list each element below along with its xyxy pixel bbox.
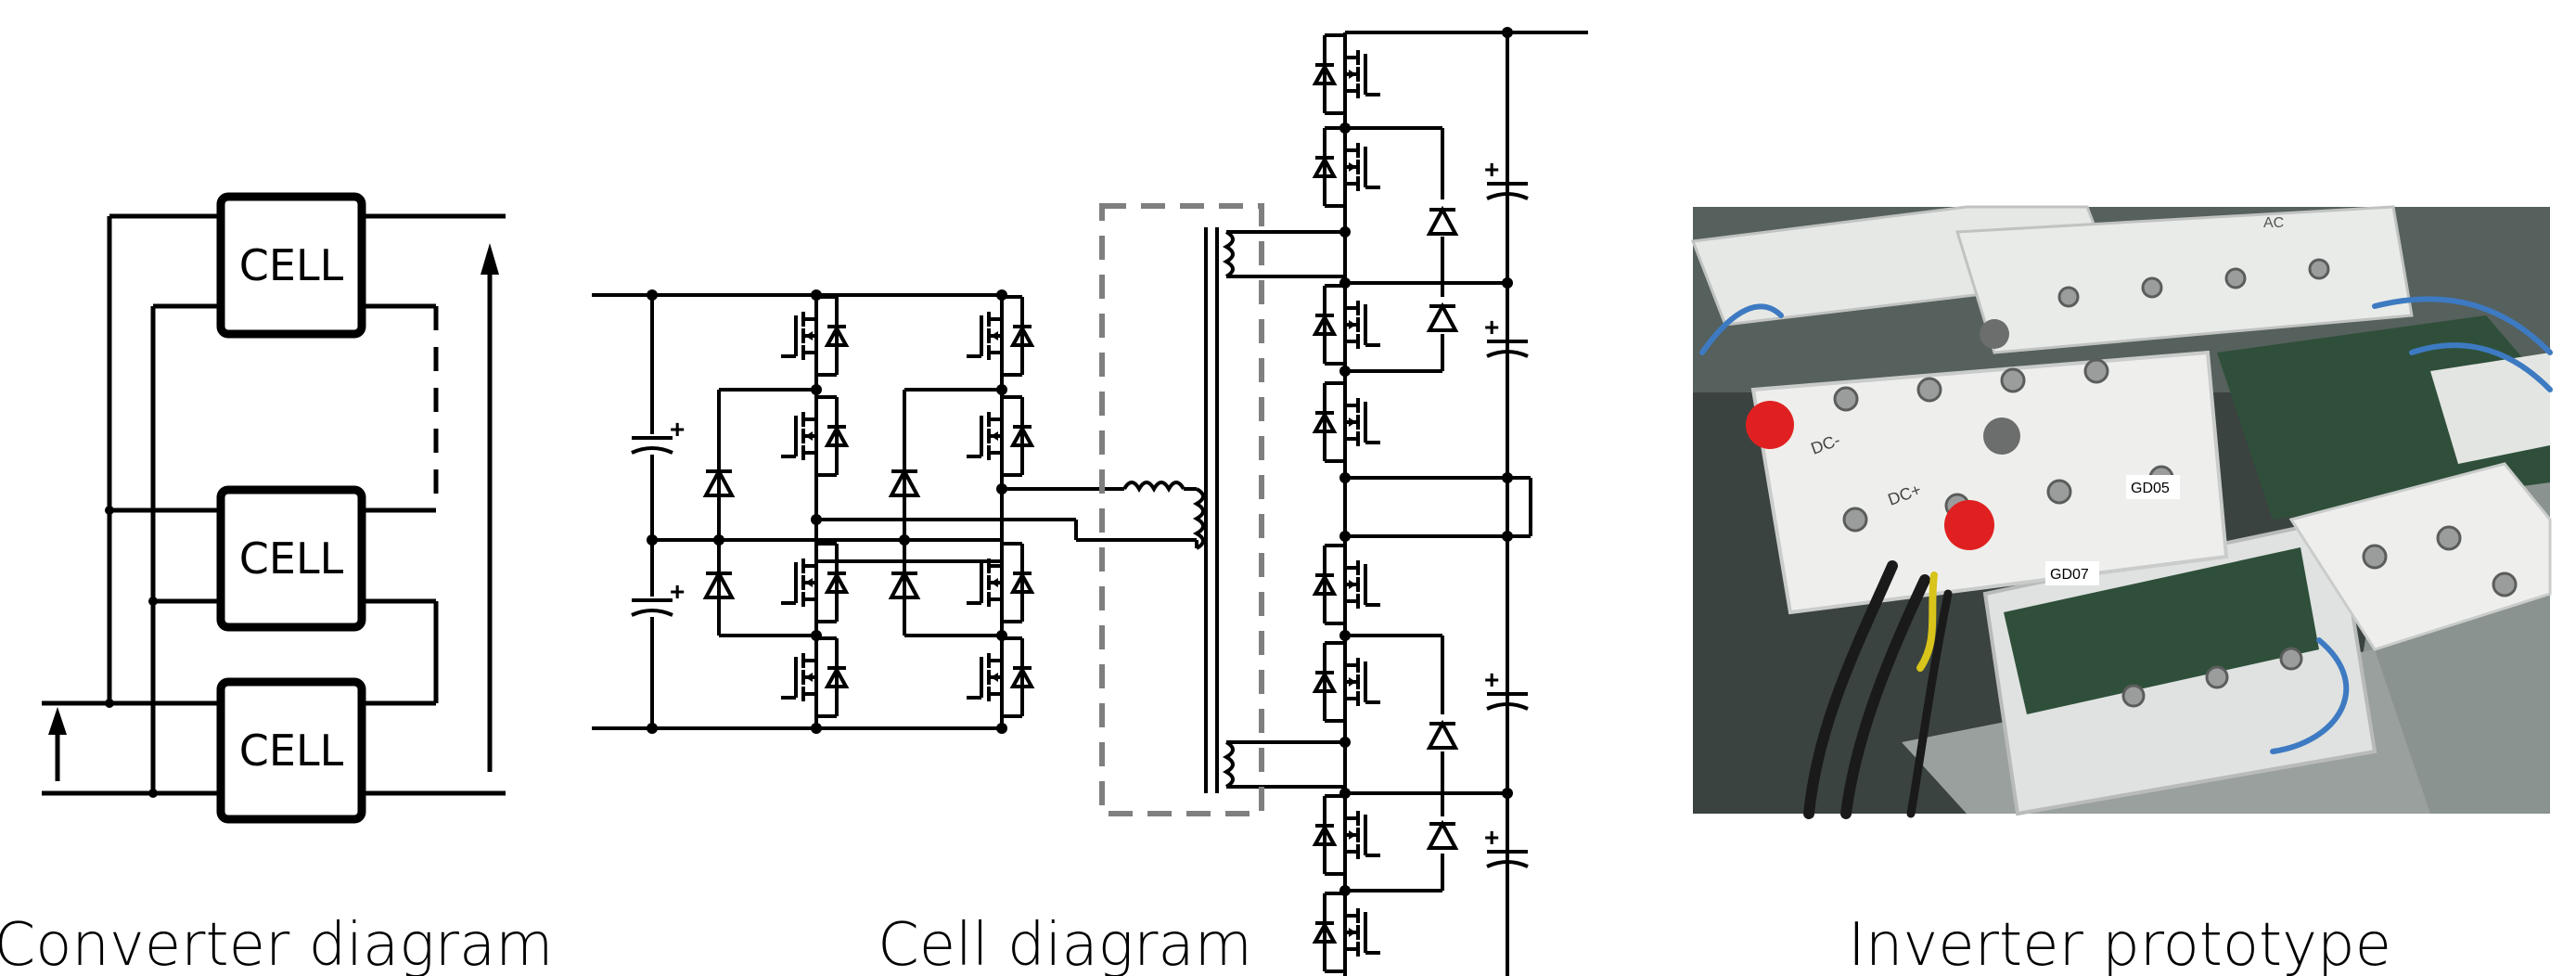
input-voltage-arrowhead xyxy=(48,707,67,735)
input-capacitor-top xyxy=(630,436,674,455)
mosfet-switch xyxy=(1314,544,1382,625)
mosfet-switch xyxy=(1314,33,1382,115)
dc-plus-marker xyxy=(1944,500,1994,550)
plus-sign: + xyxy=(1484,155,1499,184)
mosfet-switch xyxy=(965,295,1033,377)
plus-sign: + xyxy=(1484,313,1499,341)
gd05-label: GD05 xyxy=(2131,481,2170,496)
mosfet-switch xyxy=(965,542,1033,623)
transformer-isolation-box xyxy=(1099,203,1264,816)
mosfet-switch xyxy=(1314,126,1382,208)
mosfet-switch xyxy=(965,636,1033,718)
mosfet-switch xyxy=(1314,381,1382,463)
converter-nodes xyxy=(105,506,158,798)
mosfet-switch xyxy=(1314,641,1382,723)
clamp-diode xyxy=(1428,722,1457,750)
mosfet-switch xyxy=(779,295,848,377)
cell-diagram-caption: Cell diagram xyxy=(878,911,1252,976)
plus-sign: + xyxy=(670,415,685,443)
junction-dots xyxy=(647,27,1513,896)
mosfet-switch xyxy=(1314,892,1382,973)
converter-caption: Converter diagram xyxy=(0,911,554,976)
cell-label: CELL xyxy=(239,533,344,584)
clamp-diode xyxy=(1428,304,1457,332)
prototype-caption: Inverter prototype xyxy=(1848,911,2391,976)
converter-cell-bottom: CELL xyxy=(216,677,366,824)
mosfet-switch xyxy=(779,395,848,477)
inverter-prototype-photo: DC- DC+ GD07 GD05 AC xyxy=(1690,205,2553,819)
cell-label: CELL xyxy=(239,726,344,776)
dc-minus-marker xyxy=(1746,401,1794,449)
mosfet-switch xyxy=(1314,794,1382,876)
mosfet-switch xyxy=(1314,284,1382,366)
converter-diagram xyxy=(42,213,506,796)
converter-cell-middle: CELL xyxy=(216,485,366,632)
mosfet-switch xyxy=(965,395,1033,477)
gate-driver-board xyxy=(2004,547,2319,714)
mosfet-switch xyxy=(779,636,848,718)
input-capacitor-bottom xyxy=(630,598,674,617)
converter-cell-top: CELL xyxy=(216,192,366,339)
plus-sign: + xyxy=(1484,665,1499,694)
gd07-label: GD07 xyxy=(2050,567,2089,583)
cell-label: CELL xyxy=(239,240,344,290)
plus-sign: + xyxy=(1484,823,1499,852)
clamp-diode xyxy=(1428,822,1457,850)
clamp-diode xyxy=(1428,208,1457,236)
busbar-plate xyxy=(1750,350,2229,615)
output-voltage-arrowhead xyxy=(481,243,499,275)
plus-sign: + xyxy=(670,577,685,606)
mosfet-switch xyxy=(779,542,848,623)
ac-label: AC xyxy=(2263,215,2284,231)
cell-diagram: + + + + + xyxy=(592,27,1588,976)
